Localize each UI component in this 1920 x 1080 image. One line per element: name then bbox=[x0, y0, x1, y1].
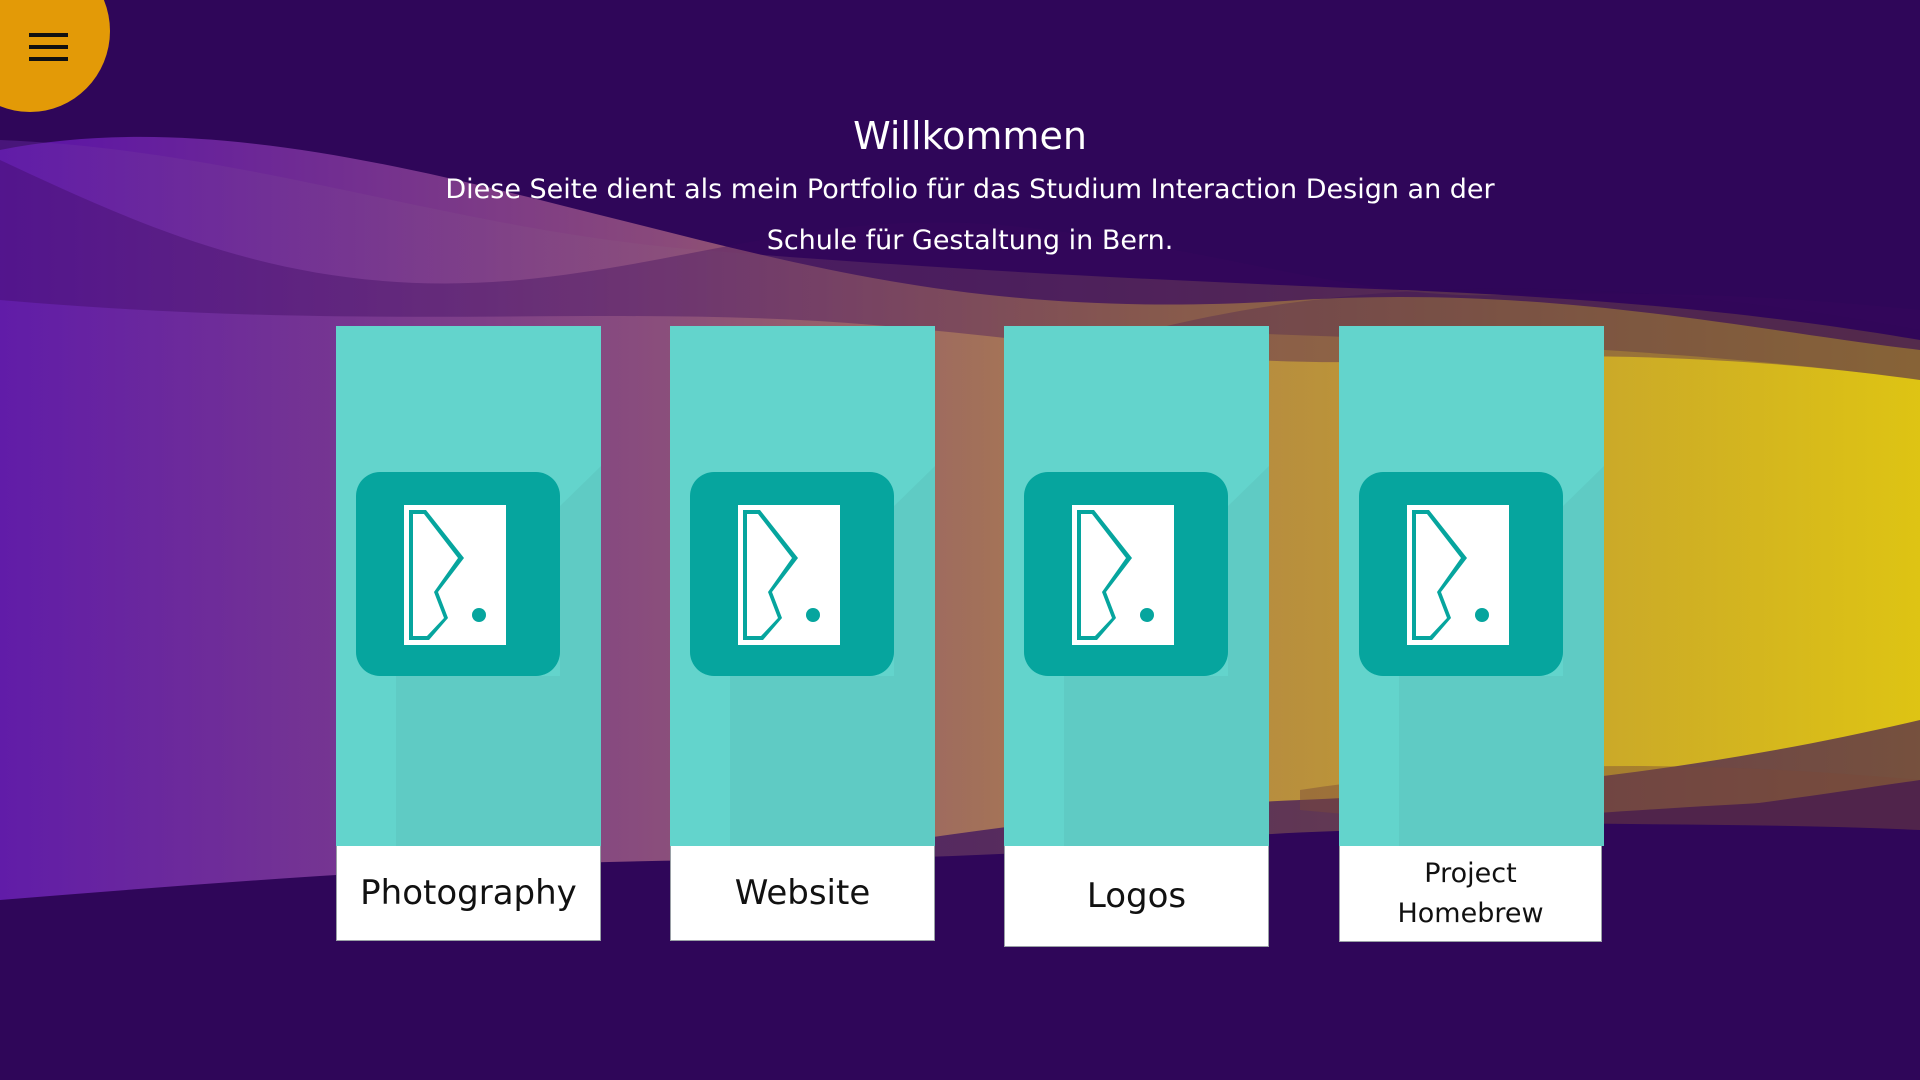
page-title: Willkommen bbox=[853, 114, 1087, 158]
portfolio-card-logos[interactable]: Logos bbox=[1004, 326, 1269, 947]
card-label: Project Homebrew bbox=[1339, 846, 1602, 942]
app-logo-icon bbox=[356, 472, 560, 676]
card-thumbnail bbox=[336, 326, 601, 846]
card-thumbnail bbox=[1339, 326, 1604, 846]
portfolio-card-website[interactable]: Website bbox=[670, 326, 935, 941]
card-label: Logos bbox=[1004, 846, 1269, 947]
portfolio-card-project-homebrew[interactable]: Project Homebrew bbox=[1339, 326, 1604, 942]
app-logo-icon bbox=[1359, 472, 1563, 676]
hamburger-menu-icon bbox=[29, 33, 68, 61]
portfolio-card-photography[interactable]: Photography bbox=[336, 326, 601, 941]
intro-description: Diese Seite dient als mein Portfolio für… bbox=[445, 174, 1495, 256]
app-logo-icon bbox=[1024, 472, 1228, 676]
card-label: Website bbox=[670, 846, 935, 941]
card-thumbnail bbox=[670, 326, 935, 846]
intro-section: Willkommen Diese Seite dient als mein Po… bbox=[0, 108, 1920, 266]
card-label: Photography bbox=[336, 846, 601, 941]
app-logo-icon bbox=[690, 472, 894, 676]
card-thumbnail bbox=[1004, 326, 1269, 846]
